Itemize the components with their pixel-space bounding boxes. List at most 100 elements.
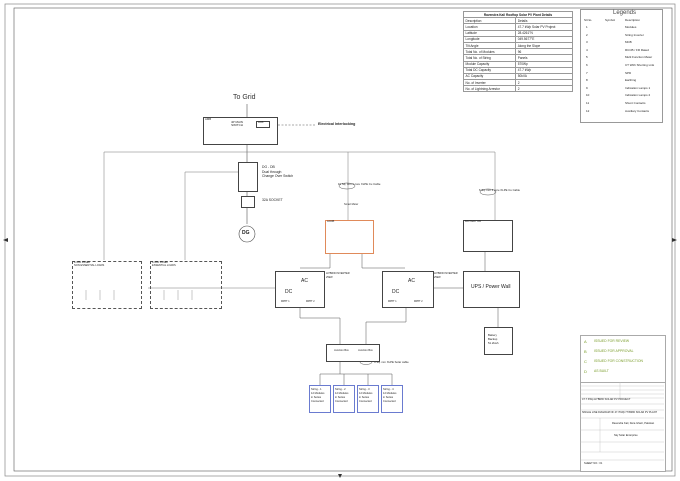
inverter-1-dc: DC <box>285 289 293 295</box>
acb-breaker <box>256 121 270 128</box>
title-block <box>580 382 666 472</box>
battery-db-label: BATTERY DB <box>465 220 481 223</box>
battery-l2: Backup <box>488 337 498 341</box>
main-switch-label: AMB <box>205 117 212 121</box>
load-panel-essential <box>150 261 222 309</box>
acb-label: ACB <box>258 121 264 124</box>
legend-item-number: 5 <box>586 55 588 60</box>
legend-col-symbol: Symbol <box>605 18 616 22</box>
inverter-2-mppt2: MPPT 2 <box>414 300 423 303</box>
load-panel-2-sub: ESSENTIAL LOADS <box>152 264 176 267</box>
tb-client: Ravendra Kail, Dera Ghazi, Pakistan <box>612 422 655 425</box>
dg-desc1: Dual through <box>262 170 282 174</box>
status-key: B <box>584 349 587 354</box>
status-key: C <box>584 359 587 364</box>
pv-string-label: String - 4 <box>383 388 394 391</box>
right-marker-icon <box>672 238 677 242</box>
cable-label-2: 6 Sq. mm 4 core XLPE Cu Cable <box>479 188 520 192</box>
inverter-2-mppt1: MPPT 1 <box>388 300 397 303</box>
legend-item-number: 11 <box>586 101 590 105</box>
legend-item-number: 10 <box>586 93 590 98</box>
pv-string-label: Connected <box>335 400 348 403</box>
ups-power-wall <box>463 271 520 308</box>
legend-item-desc: Multi Function Meter <box>625 55 653 60</box>
dg-changeover-box <box>238 162 258 192</box>
pv-string-label: String - 3 <box>359 388 370 391</box>
legend-item-desc: CT With Shorting Link <box>625 63 655 67</box>
pv-string-box <box>309 385 331 413</box>
pv-string-label: Connected <box>359 400 372 403</box>
legend-item-desc: SPD <box>625 70 632 75</box>
inverter-1-info1: HYBRID INVERTER <box>326 272 350 275</box>
cable-label-3: 4 Sq. mm XLPE Solar cable <box>374 360 409 364</box>
pv-string-label: in Series <box>335 396 346 399</box>
tb-drawing: SINGLE LINE DIAGRAM OF 47.7KWp HYBRID SO… <box>582 411 658 414</box>
tb-sheet: SHEET NO.: 01 <box>584 462 603 465</box>
inverter-1-mppt2: MPPT 2 <box>306 300 315 303</box>
socket-label: 32A SOCKET <box>262 198 283 202</box>
inverter-2 <box>382 271 434 308</box>
inverter-2-info1: HYBRID INVERTER <box>434 272 458 275</box>
ups-label: UPS / Power Wall <box>471 284 511 290</box>
inverter-2-info2: 25kW <box>434 276 441 279</box>
legend-item-number: 8 <box>586 78 588 83</box>
inverter-1-ac: AC <box>301 278 308 284</box>
legend-item-number: 6 <box>586 63 588 67</box>
legend-item-desc: Indication Lamps 1 <box>625 85 651 90</box>
status-label: ISSUED FOR REVIEW <box>594 339 630 343</box>
legend-item-number: 1 <box>586 25 588 29</box>
left-marker-icon <box>3 238 8 242</box>
legend-item-desc: MCB <box>625 40 632 45</box>
dg-label: DG <box>242 230 250 236</box>
battery-l1: Battery <box>488 333 497 337</box>
load-panel-2-title: LOAD PANEL <box>152 261 169 264</box>
bottom-marker-icon <box>338 474 342 478</box>
pv-string-label: in Series <box>383 396 394 399</box>
battery-db-box <box>463 220 513 252</box>
pv-string-label: 12 Modules <box>335 392 349 395</box>
status-key: D <box>584 369 587 374</box>
pv-string-label: in Series <box>359 396 370 399</box>
load-panel-1-sub: NON ESSENTIAL LOADS <box>74 264 105 267</box>
battery-l3: 51.2kwh <box>488 341 499 345</box>
interlocking-label: Electrical Interlocking <box>318 122 356 126</box>
legend-item-number: 4 <box>586 47 588 52</box>
legend-item-number: 9 <box>586 85 588 90</box>
inverter-2-dc: DC <box>392 289 400 295</box>
legend-item-number: 12 <box>586 108 590 113</box>
status-key: A <box>584 339 587 344</box>
inverter-2-ac: AC <box>408 278 415 284</box>
legend-col-desc: Description <box>625 18 641 22</box>
dg-generator-icon <box>238 225 256 243</box>
plant-details-table: Ravendra Kail Rooftop Solar PV Plant Det… <box>462 10 573 93</box>
dg-db-label: DG - DB <box>262 165 275 169</box>
pv-string-label: 12 Modules <box>311 392 325 395</box>
legend-item-number: 7 <box>586 70 588 75</box>
tb-prepared: Sky Solar Enterprise <box>614 434 638 437</box>
junction-b: Junction Box <box>358 349 373 352</box>
inverter-1-mppt1: MPPT 1 <box>281 300 290 303</box>
pv-string-label: 12 Modules <box>359 392 373 395</box>
inverter-1-info2: 25kW <box>326 276 333 279</box>
cable-label-1: 10 Sq. mm 4 core XLPE Cu Cable <box>338 182 381 186</box>
status-label: ISSUED FOR CONSTRUCTION <box>594 359 643 363</box>
title-block-grid <box>580 382 664 461</box>
legend-item-desc: Modules <box>625 25 637 29</box>
dg-desc2: Change Over Switch <box>262 174 294 178</box>
legend-item-desc: RCCB / FR Rated <box>625 47 649 52</box>
battery-box <box>484 327 513 355</box>
load-panel-non-essential <box>72 261 142 309</box>
legend-item-number: 3 <box>586 40 588 45</box>
acdb-label: ACDB <box>327 220 335 223</box>
pv-string-box <box>381 385 403 413</box>
legend-item-desc: Earthing <box>625 78 637 83</box>
pv-string-label: Connected <box>383 400 396 403</box>
junction-box-group <box>326 344 380 362</box>
inverter-1 <box>275 271 325 308</box>
legend-item-number: 2 <box>586 32 588 37</box>
socket-box <box>241 196 255 208</box>
status-label: AS BUILT <box>594 369 609 373</box>
